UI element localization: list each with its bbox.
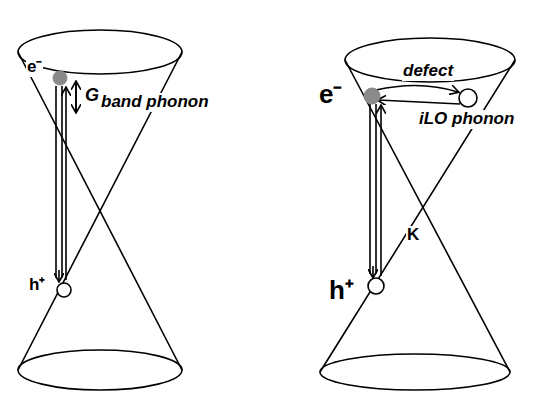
hole-label: h⁺ xyxy=(328,276,355,305)
hole-label: h⁺ xyxy=(28,276,46,295)
process-label: defect xyxy=(402,62,454,81)
phonon-label: band phonon xyxy=(100,93,210,112)
point-label: K xyxy=(406,226,420,245)
phonon-label: G xyxy=(84,86,100,106)
electron-label: e⁻ xyxy=(318,80,343,109)
electron-label: e⁻ xyxy=(26,58,43,77)
phonon-label: iLO phonon xyxy=(418,110,515,129)
